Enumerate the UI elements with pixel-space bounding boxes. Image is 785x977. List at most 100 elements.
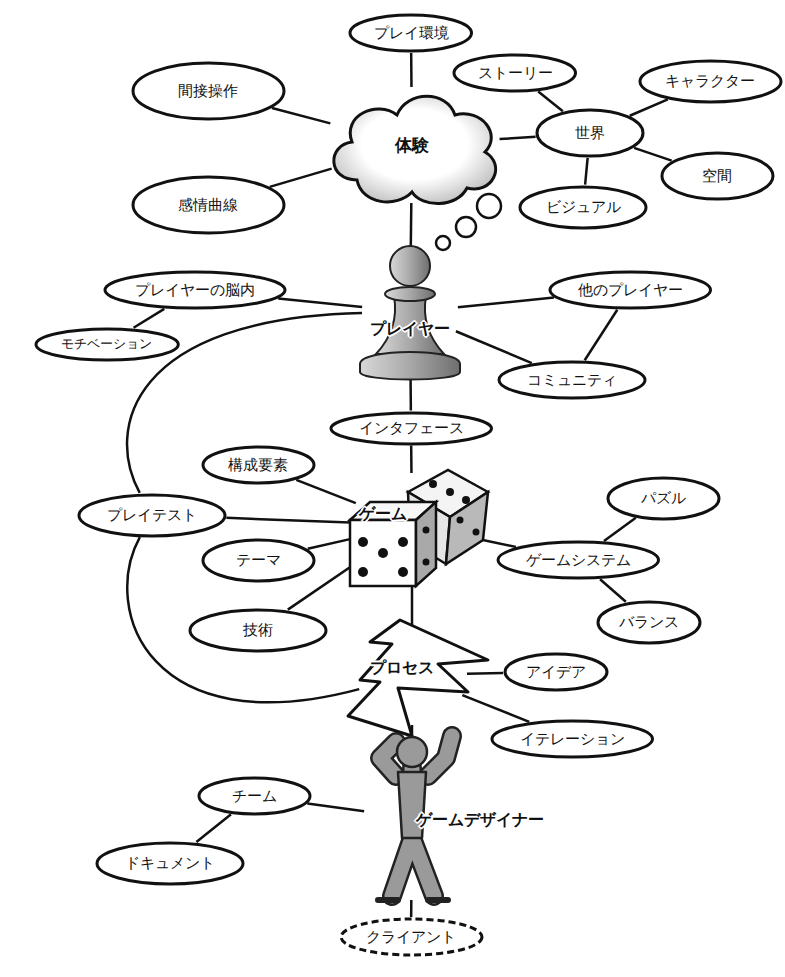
connector <box>308 539 352 549</box>
connector <box>127 537 359 702</box>
drawing-part <box>416 502 436 586</box>
connector <box>410 900 413 917</box>
topic-ellipse: アイデア <box>503 652 609 692</box>
node-label: テーマ <box>236 551 281 569</box>
node-label: ゲームシステム <box>526 551 631 569</box>
topic-ellipse: ゲームシステム <box>496 540 661 580</box>
drawing-part <box>423 559 430 566</box>
drawing-part <box>446 488 454 496</box>
connector <box>467 672 503 675</box>
drawing-part <box>360 352 460 380</box>
topic-ellipse: 技術 <box>188 608 328 653</box>
node-label: インタフェース <box>359 419 464 437</box>
node-label: プレイヤーの脳内 <box>135 281 255 299</box>
node-label: ビジュアル <box>546 198 621 216</box>
thought-bubble <box>477 194 501 218</box>
ellipse-shape <box>203 447 314 483</box>
connector <box>500 137 536 139</box>
drawing-part <box>429 480 437 488</box>
connector <box>296 480 355 503</box>
process-bolt: プロセス <box>340 618 490 738</box>
node-label: チーム <box>232 787 277 805</box>
node-label: プロセス <box>370 658 434 677</box>
dashed-ellipse: クライアント <box>339 917 484 957</box>
topic-ellipse: プレイヤーの脳内 <box>103 270 287 310</box>
connector <box>585 310 618 361</box>
ellipse-shape <box>492 721 653 757</box>
node-label: バランス <box>619 613 679 631</box>
topic-ellipse: ストーリー <box>452 53 578 93</box>
ellipse-shape <box>598 602 700 643</box>
ellipse-shape <box>505 654 607 690</box>
ellipse-shape <box>105 272 285 308</box>
drawing-part <box>398 537 408 547</box>
node-label: 技術 <box>243 621 273 639</box>
connector <box>600 579 626 601</box>
connector <box>604 518 636 541</box>
connector <box>462 695 529 722</box>
topic-ellipse: 他のプレイヤー <box>548 270 713 310</box>
node-label: パズル <box>641 489 686 507</box>
node-label: 間接操作 <box>178 82 238 100</box>
connector <box>538 92 563 112</box>
node-label: ドキュメント <box>125 854 215 872</box>
topic-ellipse: キャラクター <box>638 59 783 104</box>
ellipse-shape <box>537 110 643 156</box>
drawing-part <box>446 492 488 564</box>
node-label: 世界 <box>575 124 605 142</box>
drawing-part <box>348 620 488 736</box>
process-bolt-art <box>340 618 490 738</box>
experience-cloud: 体験 <box>317 80 507 210</box>
connector <box>634 148 672 161</box>
thought-bubble <box>436 236 450 250</box>
ellipse-shape <box>608 478 719 519</box>
ellipse-shape <box>350 15 472 51</box>
player-pawn-art <box>350 244 470 384</box>
topic-ellipse: コミュニティ <box>497 360 647 400</box>
ellipse-shape <box>203 540 314 581</box>
connector <box>585 158 588 185</box>
ellipse-shape <box>550 272 711 308</box>
game-dice-art <box>338 462 498 592</box>
topic-ellipse: バランス <box>596 600 702 645</box>
drawing-part <box>423 527 430 534</box>
thought-bubble <box>456 217 476 237</box>
ellipse-shape <box>133 63 284 119</box>
node-label: 他のプレイヤー <box>578 281 683 299</box>
node-label: コミュニティ <box>527 371 617 389</box>
drawing-part <box>457 517 464 524</box>
ellipse-shape <box>331 413 492 444</box>
connector <box>270 169 332 187</box>
node-label: プレイヤー <box>370 319 450 338</box>
ellipse-shape <box>341 919 482 955</box>
connector <box>278 299 362 308</box>
ellipse-shape <box>454 55 576 91</box>
ellipse-shape <box>662 153 773 199</box>
ellipse-shape <box>36 329 178 360</box>
ellipse-shape <box>640 61 781 102</box>
connector <box>409 378 412 411</box>
node-label: ゲーム <box>359 504 407 523</box>
ellipse-shape <box>520 187 646 228</box>
node-label: アイデア <box>526 663 586 681</box>
ellipse-shape <box>499 362 645 398</box>
topic-ellipse: イテレーション <box>490 719 655 759</box>
topic-ellipse: チーム <box>197 776 312 816</box>
connector <box>226 518 350 523</box>
connector <box>410 203 413 246</box>
drawing-part <box>350 520 416 586</box>
ellipse-shape <box>199 778 310 814</box>
connector <box>458 298 554 308</box>
node-label: ストーリー <box>478 64 553 82</box>
topic-ellipse: パズル <box>606 476 721 521</box>
node-label: プレイテスト <box>107 506 197 524</box>
connector <box>410 53 413 87</box>
drawing-part <box>358 567 368 577</box>
connector <box>410 445 413 473</box>
ellipse-shape <box>190 610 326 651</box>
node-label: キャラクター <box>665 72 755 90</box>
ellipse-shape <box>133 177 284 233</box>
ellipse-shape <box>79 495 225 536</box>
player-pawn: プレイヤー <box>350 244 470 384</box>
